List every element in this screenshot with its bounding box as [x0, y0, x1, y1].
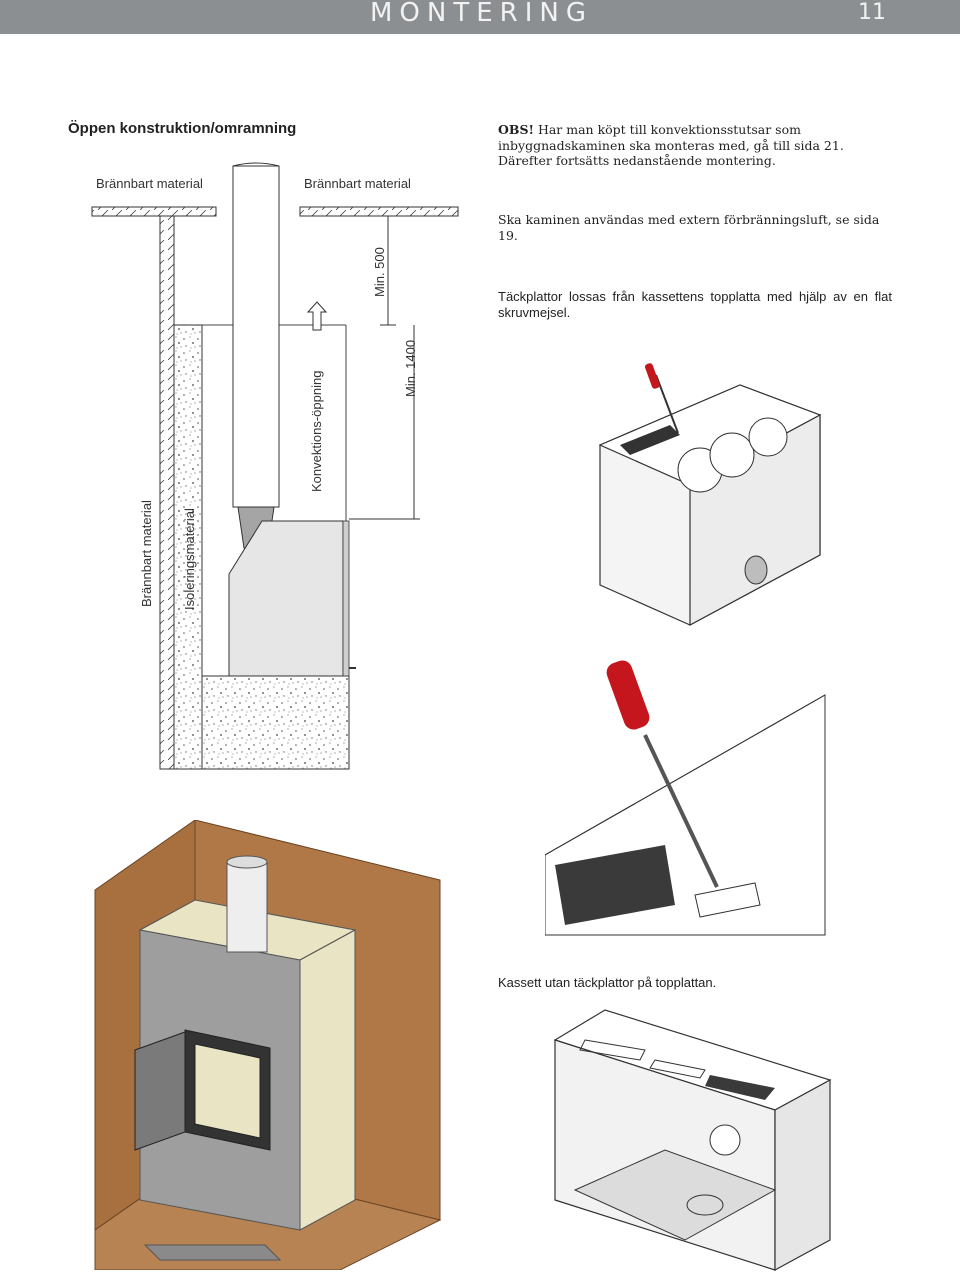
floor-plate — [143, 1244, 282, 1261]
firebox — [194, 1043, 261, 1139]
obs-lead: OBS! — [498, 122, 534, 137]
label-combustible-right: Brännbart material — [304, 176, 411, 191]
ceiling-left — [91, 206, 217, 217]
section-title: Öppen konstruktion/omramning — [68, 120, 297, 137]
rating-plate — [620, 425, 680, 455]
ceiling-right — [299, 206, 459, 217]
cassette-without-covers-illustration — [553, 1009, 832, 1272]
cassette-cover-removal-illustration — [598, 363, 822, 627]
page-number: 11 — [858, 0, 886, 25]
floor-base — [201, 675, 350, 770]
label-combustible-left: Brännbart material — [96, 176, 203, 191]
stove-body — [228, 520, 344, 677]
convection-arrow — [306, 301, 328, 331]
stove-door-open[interactable] — [134, 1031, 186, 1151]
header-title: MONTERING — [370, 0, 593, 28]
label-min-500: Min. 500 — [372, 247, 387, 297]
closeup-rating-plate — [555, 845, 675, 925]
insulation-layer — [173, 324, 203, 770]
chimney-pipe — [232, 165, 280, 508]
label-combustible-wall: Brännbart material — [139, 500, 154, 607]
cassette-caption: Kassett utan täckplattor på topplattan. — [498, 975, 717, 990]
obs-body: Har man köpt till konvektionsstutsar som… — [498, 122, 844, 168]
obs-note: OBS! Har man köpt till konvektionsstutsa… — [498, 122, 892, 169]
screwdriver-closeup-illustration — [545, 660, 826, 936]
label-convection-opening: Konvektions-öppning — [309, 371, 324, 492]
closeup-screwdriver-shaft — [643, 734, 719, 888]
cassette-rating-plate — [705, 1075, 775, 1100]
header-bar: MONTERING 11 — [0, 0, 960, 34]
built-in-enclosure-illustration — [94, 820, 442, 1270]
combustible-wall — [159, 215, 175, 770]
label-min-1400: Min. 1400 — [403, 340, 418, 397]
installation-cross-section-diagram: Brännbart material Brännbart material Br… — [91, 162, 459, 770]
chimney-pipe-3d — [226, 861, 268, 953]
external-air-note: Ska kaminen användas med extern förbränn… — [498, 212, 880, 243]
enclosure-side — [299, 929, 356, 1231]
cover-plates-note: Täckplattor lossas från kassettens toppl… — [498, 289, 892, 320]
label-insulation: Isoleringsmaterial — [182, 508, 197, 610]
screwdriver-handle — [644, 363, 660, 389]
closeup-screwdriver-handle — [606, 660, 650, 730]
